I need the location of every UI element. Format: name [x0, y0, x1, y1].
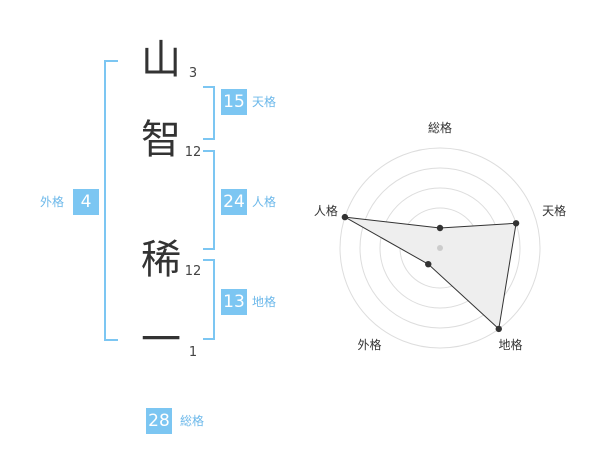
radar-axis-label-0: 総格 — [428, 120, 452, 135]
name-char-4: 一 — [141, 317, 181, 363]
tenkaku-value: 15 — [221, 89, 247, 115]
radar-axis-label-1: 天格 — [542, 203, 566, 218]
gaikaku-label: 外格 — [40, 195, 65, 209]
chikaku-value: 13 — [221, 289, 247, 315]
radar-point-3 — [425, 260, 432, 268]
radar-center — [437, 245, 443, 251]
jinkaku-value: 24 — [221, 189, 247, 215]
soukaku-label: 総格 — [180, 414, 205, 428]
tenkaku-label: 天格 — [252, 95, 277, 109]
name-char-3: 稀 — [141, 237, 181, 283]
name-char-1: 山 — [141, 37, 181, 83]
radar-point-1 — [512, 220, 520, 227]
radar-point-4 — [341, 213, 349, 221]
radar-axis-label-3: 外格 — [357, 337, 381, 352]
radar-axis-label-4: 人格 — [314, 203, 338, 218]
radar-point-0 — [436, 224, 444, 232]
jinkaku-bracket — [203, 150, 215, 250]
stroke-count-3: 12 — [184, 264, 202, 279]
radar-grid-ring — [359, 167, 521, 329]
tenkaku-bracket — [203, 86, 215, 140]
chikaku-bracket — [203, 259, 215, 340]
stroke-count-2: 12 — [184, 145, 202, 160]
radar-area — [344, 216, 517, 330]
gaikaku-bracket — [104, 60, 118, 341]
name-char-2: 智 — [141, 117, 181, 163]
soukaku-value: 28 — [146, 408, 172, 434]
stroke-count-4: 1 — [188, 345, 198, 360]
radar-grid-ring — [339, 147, 541, 349]
jinkaku-label: 人格 — [252, 195, 277, 209]
chikaku-label: 地格 — [252, 295, 277, 309]
stroke-count-1: 3 — [188, 66, 198, 81]
radar-axis-label-2: 地格 — [499, 337, 523, 352]
gaikaku-value: 4 — [73, 189, 99, 215]
radar-point-2 — [495, 325, 502, 333]
